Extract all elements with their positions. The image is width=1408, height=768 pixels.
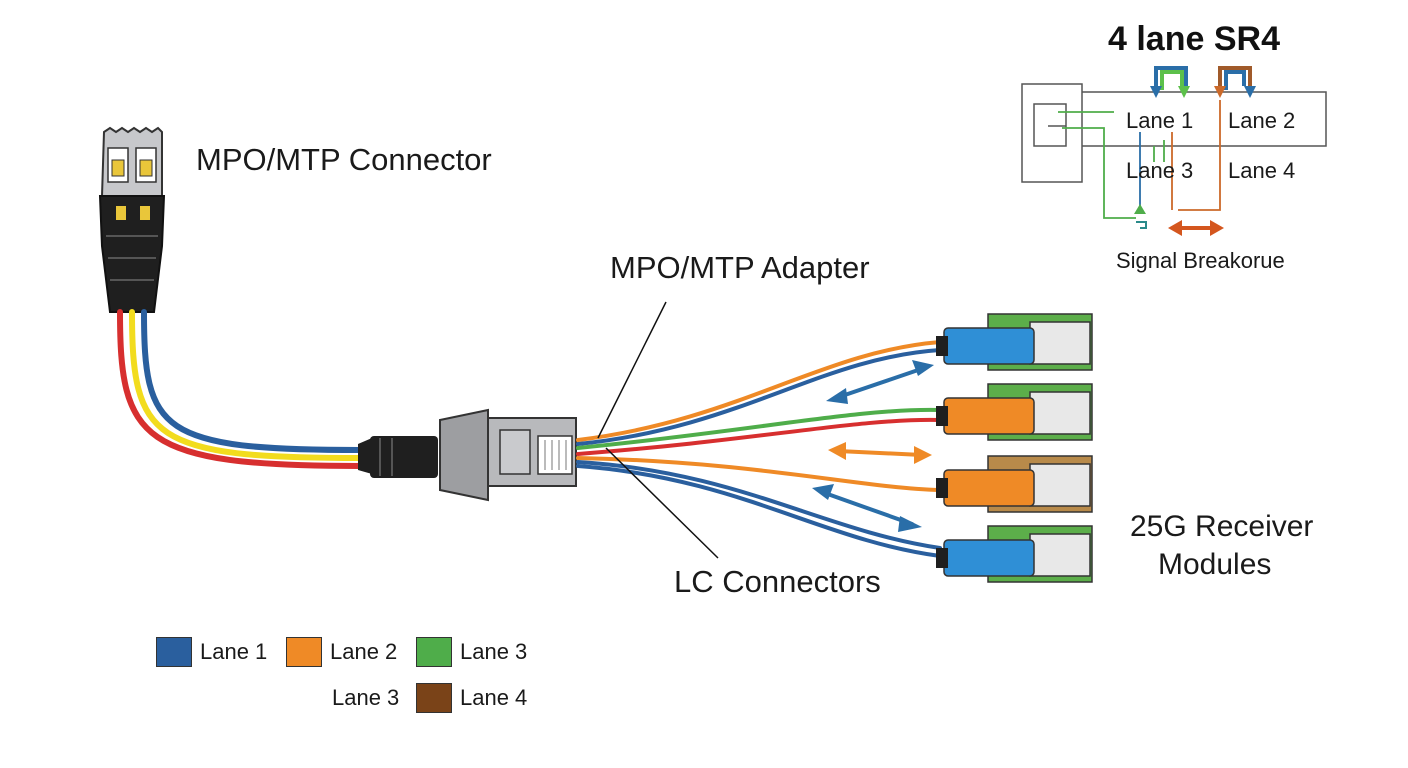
signal-arrows [812, 360, 934, 532]
adapter-label: MPO/MTP Adapter [610, 250, 870, 285]
legend-swatch-lane-1 [156, 637, 192, 667]
inset-caption: Signal Breakorue [1116, 248, 1285, 273]
connector-label: MPO/MTP Connector [196, 142, 492, 177]
inset-lane-4: Lane 4 [1228, 158, 1296, 183]
legend-item-lane-4: Lane 4 [416, 682, 527, 714]
mpo-connector [98, 126, 166, 313]
inset-title: 4 lane SR4 [1108, 20, 1280, 58]
legend-swatch-lane-2 [286, 637, 322, 667]
legend-swatch-lane-4 [416, 683, 452, 713]
receiver-module-4 [936, 525, 1093, 583]
receiver-label-line2: Modules [1158, 548, 1272, 581]
inset-lane-3: Lane 3 [1126, 158, 1194, 183]
legend-label-lane-4: Lane 4 [460, 685, 528, 710]
legend-swatch-lane-3 [416, 637, 452, 667]
legend-label-lane-2: Lane 2 [330, 639, 398, 664]
trunk-cable [117, 309, 363, 469]
legend-item-lane-3: Lane 3 [416, 636, 527, 668]
receiver-module-2 [936, 383, 1093, 441]
adapter-boot [358, 436, 438, 478]
inset-lane-2: Lane 2 [1228, 108, 1296, 133]
arrow-lane-3 [820, 490, 914, 526]
adapter-pointer-line [597, 301, 667, 439]
legend-label-lane-3b: Lane 3 [332, 685, 400, 710]
legend-label-lane-3: Lane 3 [460, 639, 528, 664]
receiver-label-line1: 25G Receiver [1130, 510, 1314, 543]
arrow-lane-1 [834, 366, 926, 400]
receiver-module-1 [936, 313, 1093, 371]
legend-item-lane-3b: Lane 3 [332, 682, 399, 714]
inset-lane-1: Lane 1 [1126, 108, 1194, 133]
legend-item-lane-1: Lane 1 [156, 636, 267, 668]
arrow-lane-2 [836, 449, 924, 457]
lc-pointer-line [605, 447, 719, 559]
fanout-fibers [576, 340, 942, 558]
legend-label-lane-1: Lane 1 [200, 639, 268, 664]
lc-connectors-label: LC Connectors [674, 564, 881, 599]
legend-item-lane-2: Lane 2 [286, 636, 397, 668]
receiver-module-3 [936, 455, 1093, 513]
mpo-adapter [439, 408, 577, 502]
sr4-inset [1021, 66, 1327, 236]
